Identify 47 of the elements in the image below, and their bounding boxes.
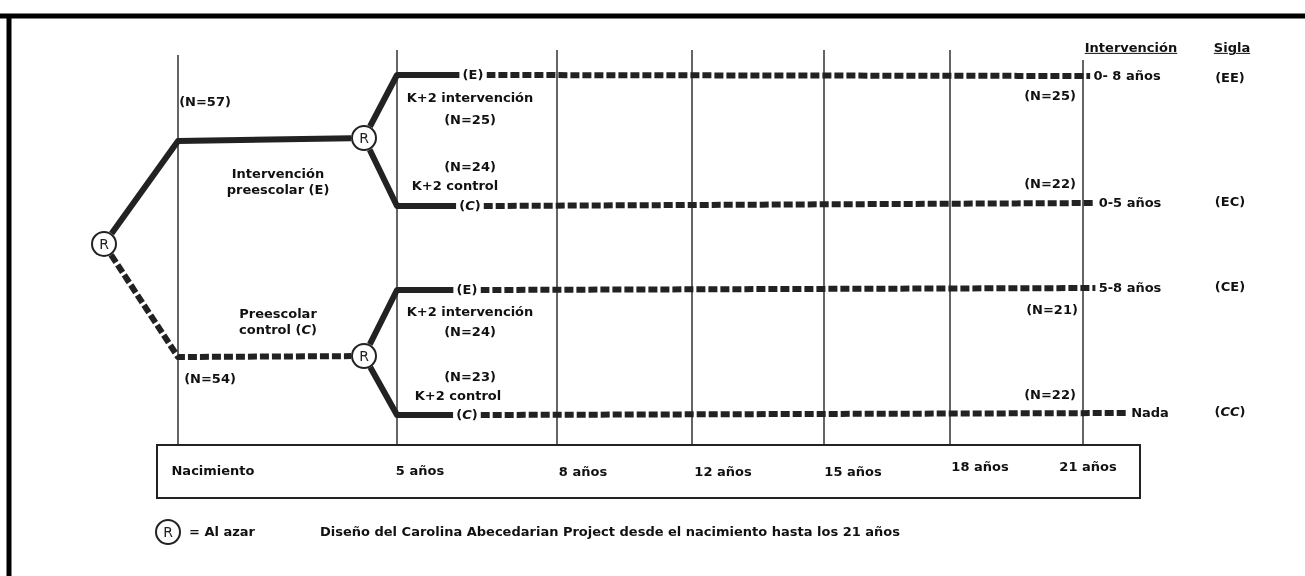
axis-label: 5 años [395,462,445,480]
group-label: (C) [453,406,481,424]
axis-label: 21 años [1059,458,1117,476]
group-path-line [486,72,1091,79]
acronym-label: (EC) [1214,193,1246,211]
randomization-circle: R [351,125,377,151]
group-path-line [367,72,460,128]
group-path-line [367,287,454,346]
annotation-text: K+2 control [411,177,499,195]
annotation-text: (N=22) [1024,386,1076,404]
legend-symbol: R [155,519,181,545]
annotation-text: Intervención preescolar (E) [225,165,331,199]
group-path-line [483,200,1096,209]
group-path-line [367,148,457,209]
randomization-circle: R [351,343,377,369]
annotation-text: K+2 control [414,387,502,405]
annotation-text: K+2 intervención [406,89,534,107]
group-path-line [109,135,352,236]
annotation-text: (N=25) [444,111,496,129]
column-header: Sigla [1213,39,1251,57]
annotation-text: (N=25) [1024,87,1076,105]
acronym-label: (CC) [1214,403,1246,421]
annotation-text: (N=22) [1024,175,1076,193]
annotation-text: K+2 intervención [406,303,534,321]
annotation-text: Preescolar control (C) [238,305,318,339]
annotation-text: (N=57) [179,93,231,111]
annotation-text: (N=24) [444,323,496,341]
annotation-text: (N=21) [1026,301,1078,319]
group-path-line [480,285,1096,293]
axis-label: Nacimiento [171,462,255,480]
legend-text: = Al azar [189,523,255,541]
acronym-label: (CE) [1214,278,1246,296]
group-label: (C) [456,197,484,215]
annotation-text: (N=23) [444,368,496,386]
axis-label: 15 años [824,463,882,481]
group-path-line [108,253,351,360]
annotation-text: (N=24) [444,158,496,176]
axis-label: 8 años [558,463,608,481]
annotation-text: (N=54) [184,370,236,388]
group-path-line [367,365,454,418]
column-header: Intervención [1084,39,1178,57]
axis-label: 12 años [694,463,752,481]
randomization-circle: R [91,231,117,257]
axis-label: 18 años [951,458,1009,476]
group-path-line [480,410,1129,418]
acronym-label: (EE) [1215,69,1245,87]
caption: Diseño del Carolina Abecedarian Project desde el nacimiento hasta los 21 años [320,523,900,541]
